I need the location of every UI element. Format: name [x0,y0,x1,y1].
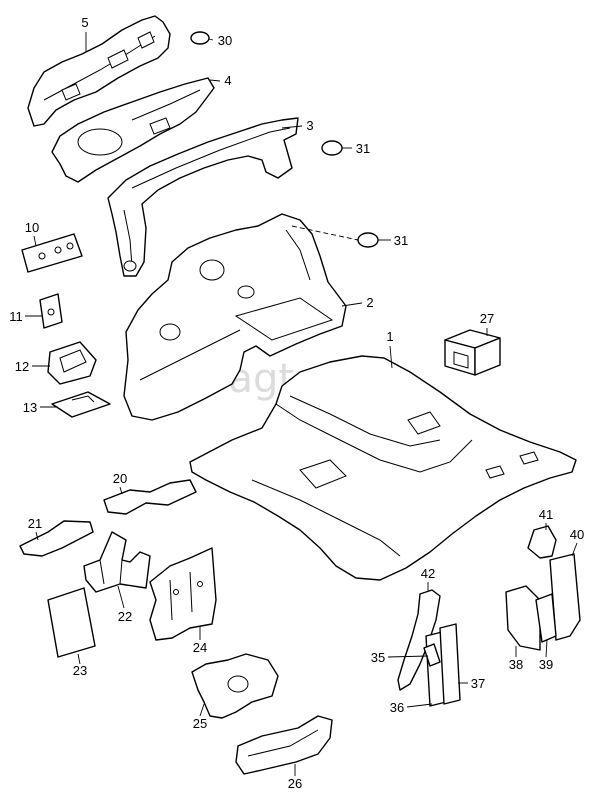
part-21 [19,520,94,557]
part-20 [103,479,197,515]
part-22 [83,531,151,593]
callout-41: 41 [539,507,553,522]
part-41 [527,525,557,559]
leader-30 [208,38,214,41]
part-31-lower [357,232,379,248]
leader-22 [117,585,125,609]
leader-40 [571,542,578,557]
callout-35: 35 [371,650,385,665]
callout-37: 37 [471,676,485,691]
part-3 [107,117,299,277]
part-2 [123,213,347,421]
leader-36 [406,703,433,708]
callout-30: 30 [218,33,232,48]
leader-4 [209,79,221,82]
callout-23: 23 [73,663,87,678]
part-23 [47,587,96,658]
leader-21 [35,531,39,541]
callout-26: 26 [288,776,302,791]
part-37 [439,623,461,705]
part-12 [47,341,97,385]
leader-3 [281,125,303,129]
part-26 [235,715,333,775]
part-10 [21,233,83,273]
callout-5: 5 [81,15,88,30]
part-35 [423,643,441,667]
part-31-upper [321,140,343,156]
part-24 [149,547,217,641]
leader-10 [33,235,37,247]
callout-36: 36 [390,700,404,715]
callout-4: 4 [224,73,231,88]
callout-1: 1 [386,329,393,344]
callout-11: 11 [9,309,23,324]
part-38 [505,585,541,651]
callout-labels: 5 30 4 3 31 10 31 2 11 27 1 12 13 20 21 … [9,15,584,791]
callout-31-upper: 31 [356,141,370,156]
callout-2: 2 [366,295,373,310]
callout-10: 10 [25,220,39,235]
part-39 [535,593,557,643]
leader-lines [25,32,578,776]
callout-27: 27 [480,311,494,326]
leader-2 [341,302,363,307]
callout-21: 21 [28,516,42,531]
callout-12: 12 [15,359,29,374]
callout-3: 3 [306,118,313,133]
leader-20 [119,486,123,495]
callout-13: 13 [23,400,37,415]
leader-35 [387,655,429,658]
callout-20: 20 [113,471,127,486]
callout-31-lower: 31 [394,233,408,248]
part-25 [191,653,279,719]
part-30 [190,31,210,45]
callout-38: 38 [509,657,523,672]
leader-23 [77,653,81,665]
part-1 [189,355,577,581]
leader-31-lower-dashed [291,225,359,241]
callout-22: 22 [118,609,132,624]
leader-39 [545,639,548,658]
part-4 [51,77,215,183]
callout-40: 40 [570,527,584,542]
leader-25 [199,703,205,717]
part-27 [444,329,501,376]
callout-39: 39 [539,657,553,672]
part-42 [397,589,441,691]
part-11 [39,293,63,329]
callout-25: 25 [193,716,207,731]
part-13 [51,391,111,418]
leader-1 [389,345,393,369]
callout-42: 42 [421,566,435,581]
callout-24: 24 [193,640,207,655]
part-5 [27,15,171,127]
